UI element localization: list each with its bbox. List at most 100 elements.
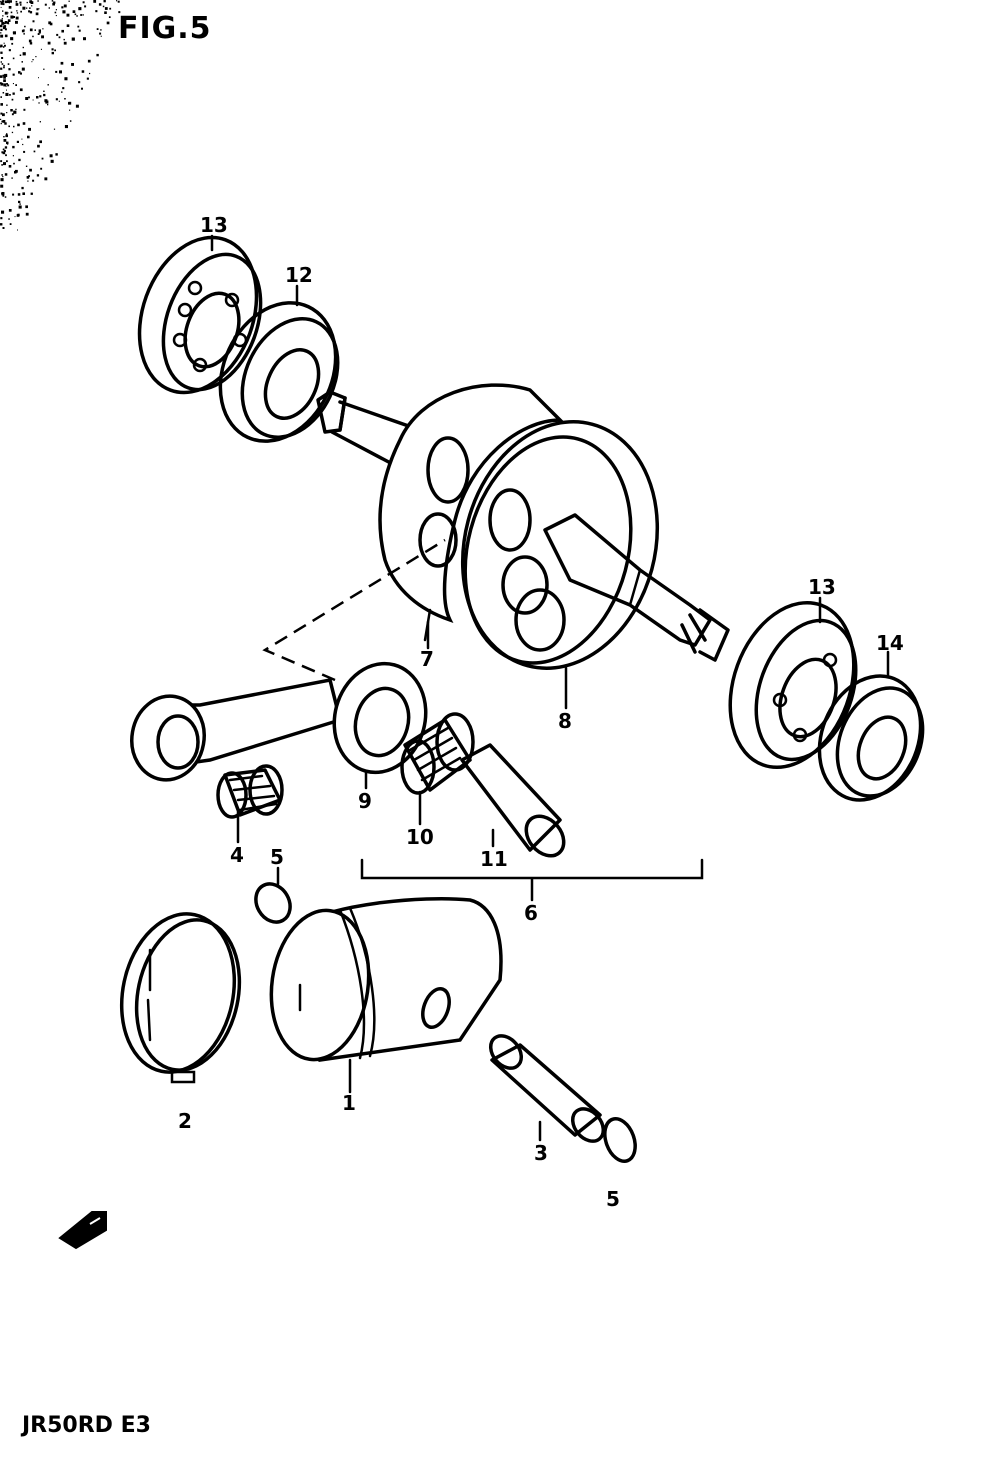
scan-speck — [56, 33, 59, 36]
scan-speck — [89, 72, 91, 75]
scan-speck — [22, 52, 26, 56]
scan-speck — [55, 15, 57, 17]
callout-13-lower: 13 — [808, 575, 836, 599]
scan-speck — [4, 0, 8, 4]
scan-speck — [0, 51, 3, 54]
scan-speck — [5, 154, 7, 157]
scan-speck — [78, 81, 81, 84]
scan-speck — [69, 120, 72, 122]
scan-speck — [9, 0, 12, 3]
scan-speck — [41, 35, 44, 39]
scan-speck — [2, 46, 5, 48]
scan-speck — [40, 48, 42, 50]
scan-speck — [6, 15, 9, 18]
scan-speck — [36, 8, 39, 11]
scan-speck — [63, 41, 67, 45]
scan-speck — [71, 63, 74, 66]
scan-speck — [0, 45, 2, 48]
scan-speck — [5, 134, 8, 138]
scan-speck — [0, 112, 3, 115]
part-9-connecting-rod — [130, 661, 428, 782]
callout-5-lower: 5 — [606, 1187, 620, 1211]
scan-speck — [29, 7, 31, 9]
scan-speck — [117, 0, 120, 3]
scan-speck — [21, 67, 25, 71]
scan-speck — [35, 12, 39, 16]
scan-speck — [7, 22, 10, 25]
scan-speck — [61, 6, 64, 9]
callout-9: 9 — [358, 789, 372, 813]
scan-speck — [19, 72, 22, 75]
scan-speck — [6, 141, 9, 145]
scan-speck — [2, 15, 4, 17]
scan-speck — [0, 122, 2, 125]
scan-speck — [48, 7, 50, 9]
scan-speck — [18, 71, 21, 74]
scan-speck — [10, 109, 13, 112]
scan-speck — [1, 164, 3, 166]
callout-3: 3 — [534, 1141, 548, 1165]
scan-speck — [1, 17, 3, 20]
scan-speck — [10, 11, 13, 14]
scan-speck — [53, 128, 56, 130]
scan-speck — [64, 98, 66, 100]
callout-13-upper: 13 — [200, 213, 228, 237]
scan-speck — [4, 122, 7, 125]
scan-speck — [7, 19, 11, 22]
scan-speck — [18, 200, 21, 204]
scan-speck — [2, 120, 6, 123]
scan-speck — [58, 100, 60, 102]
scan-speck — [15, 0, 18, 3]
scan-speck — [12, 31, 16, 35]
scan-speck — [1, 24, 3, 26]
scan-speck — [37, 0, 39, 2]
scan-speck — [4, 34, 8, 38]
scan-speck — [3, 139, 7, 142]
scan-speck — [28, 96, 30, 99]
callout-5-upper: 5 — [270, 845, 284, 869]
scan-speck — [0, 6, 2, 8]
scan-speck — [29, 11, 33, 14]
scan-speck — [1, 210, 5, 214]
part-1-piston — [269, 897, 503, 1062]
scan-speck — [1, 120, 4, 123]
scan-speck — [6, 83, 8, 85]
scan-speck — [8, 2, 10, 4]
part-5-circlip-lower — [603, 1117, 637, 1163]
scan-speck — [71, 37, 75, 41]
part-4-needle-bearing — [216, 764, 284, 819]
scan-speck — [23, 33, 25, 35]
scan-speck — [6, 104, 8, 106]
scan-speck — [38, 77, 39, 79]
scan-speck — [11, 98, 14, 101]
scan-speck — [30, 1, 34, 4]
scan-speck — [3, 64, 5, 67]
scan-speck — [26, 7, 28, 9]
scan-speck — [48, 21, 52, 25]
scan-speck — [21, 138, 23, 140]
scan-speck — [76, 15, 78, 17]
scan-speck — [55, 153, 58, 156]
scan-speck — [8, 49, 11, 52]
scan-speck — [4, 73, 8, 77]
scan-speck — [25, 97, 29, 100]
scan-speck — [12, 83, 14, 85]
scan-speck — [32, 99, 34, 101]
scan-speck — [0, 24, 3, 28]
scan-speck — [100, 29, 102, 31]
scan-speck — [93, 0, 97, 3]
part-8-crank-web-right — [460, 420, 660, 670]
scan-speck — [29, 28, 33, 32]
callout-11: 11 — [480, 847, 508, 871]
scan-speck — [102, 5, 105, 8]
scan-speck — [87, 59, 91, 63]
scan-speck — [19, 203, 21, 205]
scan-speck — [35, 56, 37, 58]
callout-14: 14 — [876, 631, 904, 655]
scan-speck — [32, 35, 34, 38]
leader-lines — [210, 234, 890, 1142]
scan-speck — [39, 95, 42, 98]
scan-speck — [64, 77, 68, 81]
scan-speck — [54, 49, 56, 52]
scan-speck — [13, 16, 15, 18]
